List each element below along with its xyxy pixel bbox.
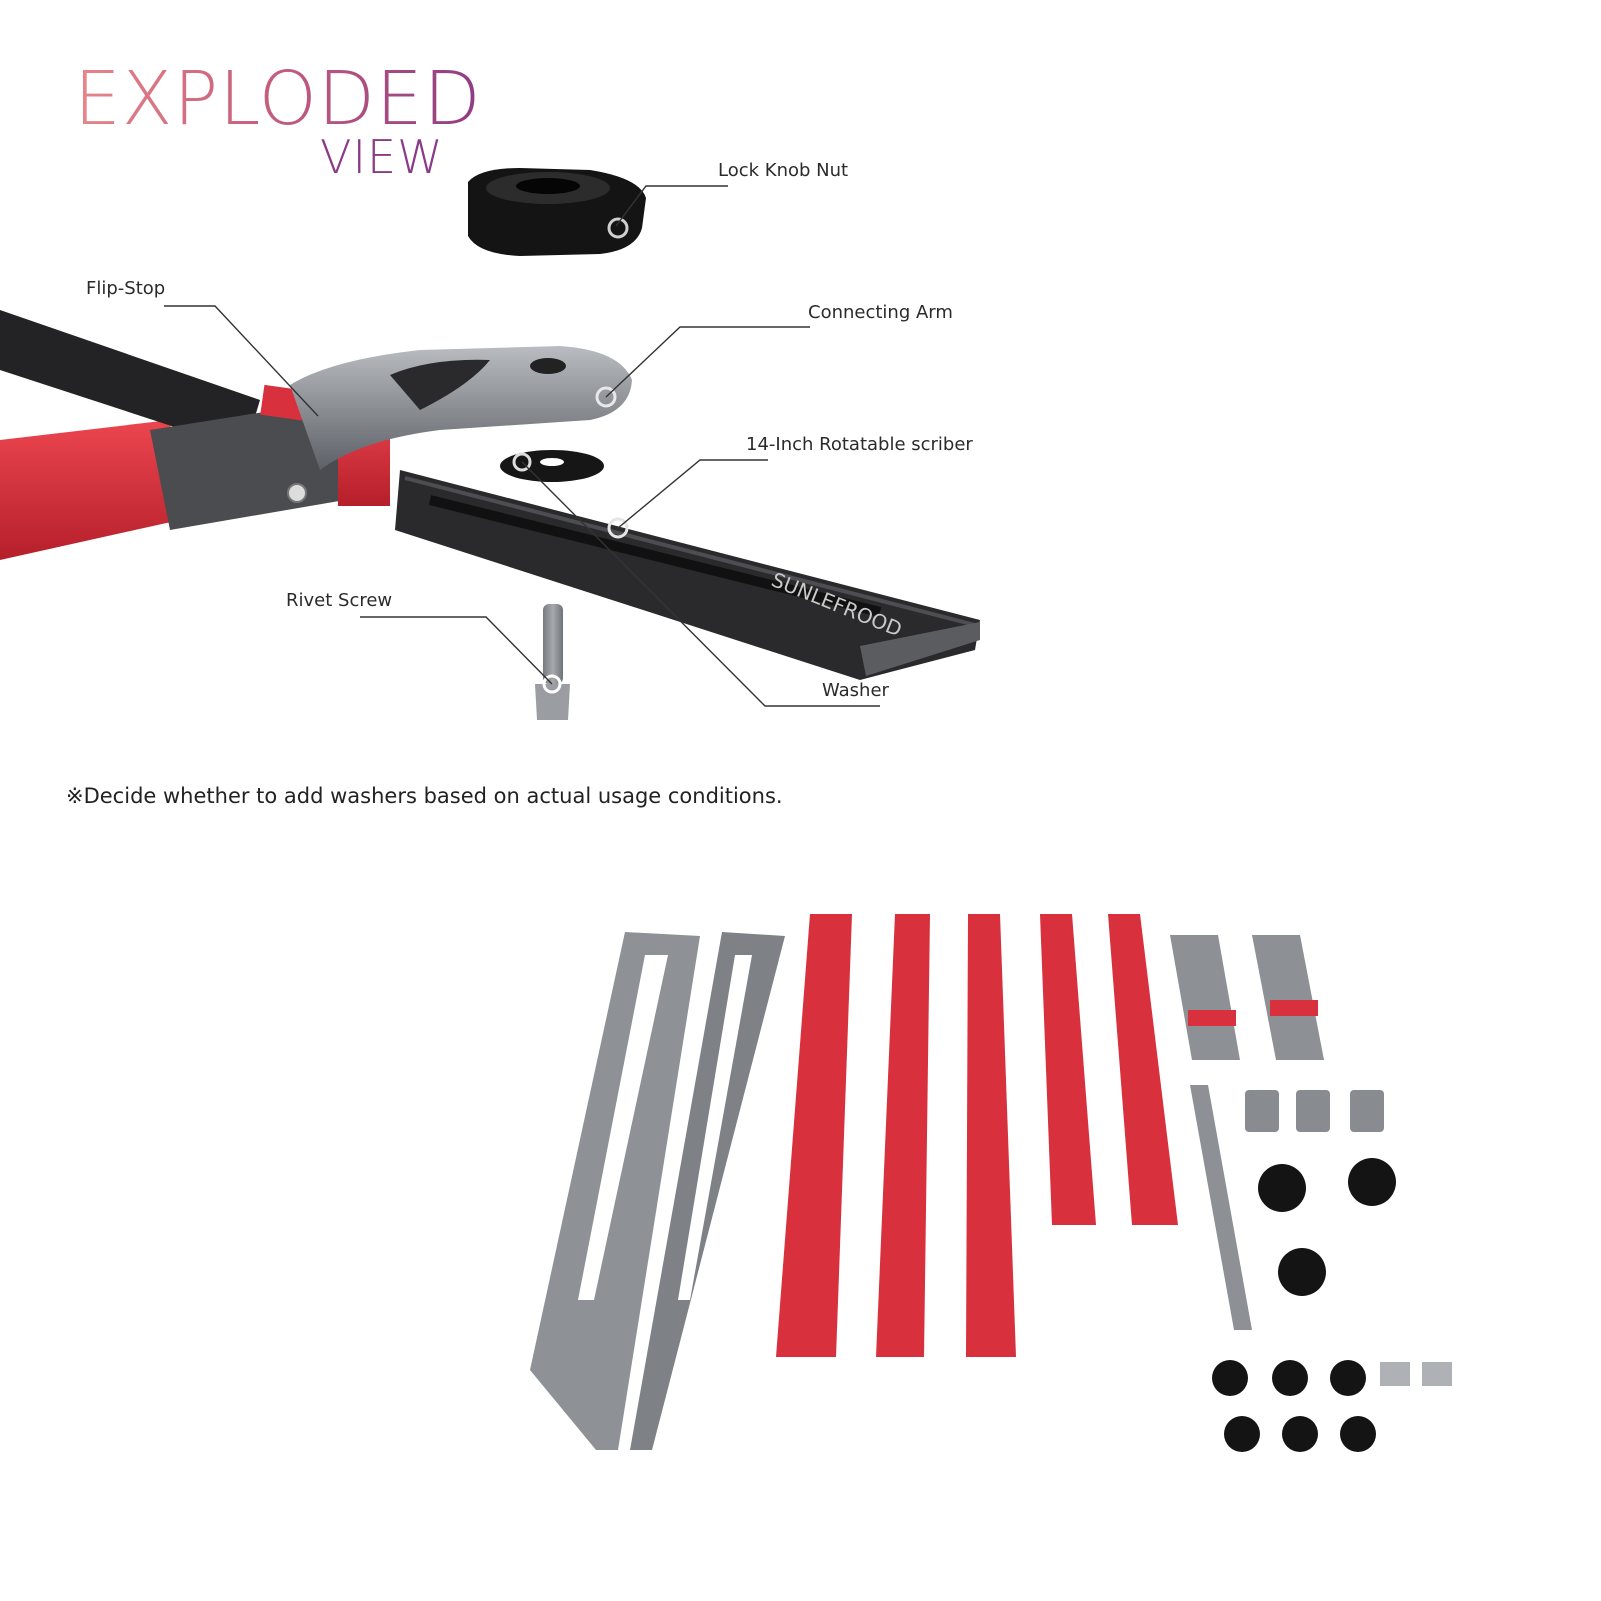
flip-stop-label: Flip-Stop bbox=[86, 278, 166, 299]
scriber-part: SUNLEFROOD bbox=[395, 470, 980, 680]
connecting-arm-label: Connecting Arm bbox=[808, 302, 953, 323]
main-gauge-body bbox=[0, 310, 390, 560]
usage-note: ※Decide whether to add washers based on … bbox=[66, 784, 783, 808]
lock-knob-nut-label: Lock Knob Nut bbox=[718, 160, 849, 181]
connecting-arm-part bbox=[290, 346, 632, 470]
rivet-screw-label: Rivet Screw bbox=[286, 590, 393, 611]
rivet-screw-part bbox=[535, 604, 570, 720]
leader-lines bbox=[164, 185, 880, 707]
small-parts bbox=[1190, 1085, 1452, 1452]
scriber-label: 14-Inch Rotatable scriber bbox=[746, 434, 973, 455]
lock-knob-nut-part bbox=[468, 168, 646, 256]
exploded-title: EXPLODED bbox=[74, 56, 482, 142]
washer-part bbox=[500, 450, 604, 482]
red-rails bbox=[776, 914, 1178, 1357]
spare-connecting-arms bbox=[1170, 935, 1324, 1060]
gray-scriber-blades bbox=[530, 932, 785, 1450]
washer-label: Washer bbox=[822, 680, 889, 701]
view-title: VIEW bbox=[320, 130, 444, 184]
